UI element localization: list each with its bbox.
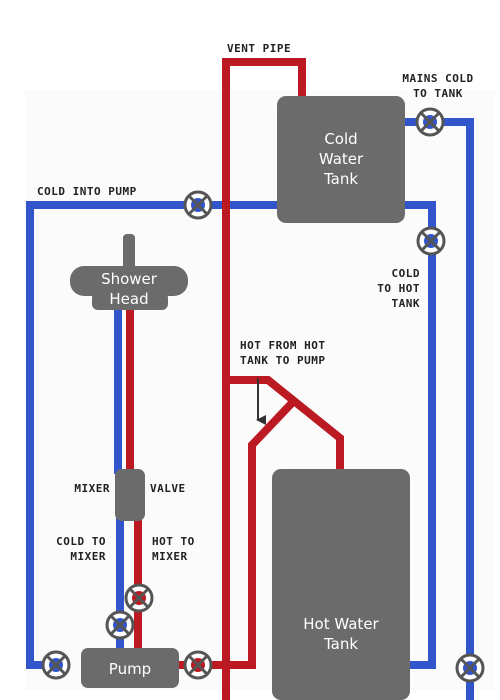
- shower-head-label-2: Head: [109, 290, 148, 308]
- shower-head-label-1: Shower: [101, 270, 158, 288]
- valve-label: VALVE: [150, 482, 186, 495]
- cold-to-hot-tank-label-2: TO HOT: [377, 282, 420, 295]
- hot-water-tank: Hot Water Tank: [272, 469, 410, 700]
- hot-from-hot-tank-to-pump-pipe: [176, 399, 296, 669]
- hot-to-mixer-valve-icon[interactable]: [124, 583, 154, 613]
- valves-group: [41, 107, 485, 683]
- cold-to-hot-tank-pipe: [400, 201, 436, 669]
- pump: Pump: [81, 648, 179, 688]
- pump-cold-inlet-valve-icon[interactable]: [41, 650, 71, 680]
- cold-to-hot-tank-label-1: COLD: [392, 267, 421, 280]
- hot-from-hot-tank-label-1: HOT FROM HOT: [240, 339, 325, 352]
- vent-pipe-label: VENT PIPE: [227, 42, 291, 55]
- hot-tank-cold-feed-valve-icon[interactable]: [455, 653, 485, 683]
- pump-label: Pump: [109, 660, 151, 678]
- mains-cold-label-2: TO TANK: [413, 87, 463, 100]
- mixer-valve: [115, 469, 145, 521]
- cold-water-tank: Cold Water Tank: [277, 96, 405, 223]
- hot-to-mixer-label-1: HOT TO: [152, 535, 195, 548]
- cold-to-mixer-label-1: COLD TO: [56, 535, 106, 548]
- hot-tank-outlet-pipe: [222, 376, 344, 474]
- hot-water-tank-label-1: Hot Water: [303, 615, 379, 633]
- cold-into-pump-label: COLD INTO PUMP: [37, 185, 137, 198]
- hot-to-mixer-label-2: MIXER: [152, 550, 188, 563]
- background-panel: [25, 90, 495, 690]
- cold-water-tank-label-1: Cold: [324, 130, 357, 148]
- pump-hot-inlet-valve-icon[interactable]: [183, 650, 213, 680]
- cold-into-pump-valve-icon[interactable]: [183, 190, 213, 220]
- hot-from-hot-tank-label-2: TANK TO PUMP: [240, 354, 325, 367]
- cold-to-mixer-valve-icon[interactable]: [105, 610, 135, 640]
- cold-water-tank-label-2: Water: [319, 150, 364, 168]
- hot-water-tank-label-2: Tank: [323, 635, 358, 653]
- cold-to-mixer-label-2: MIXER: [70, 550, 106, 563]
- mains-cold-valve-icon[interactable]: [415, 107, 445, 137]
- cold-water-tank-label-3: Tank: [323, 170, 358, 188]
- mains-cold-label-1: MAINS COLD: [402, 72, 473, 85]
- cold-to-hot-tank-valve-icon[interactable]: [416, 226, 446, 256]
- cold-to-hot-tank-label-3: TANK: [392, 297, 421, 310]
- shower-head: Shower Head: [70, 234, 188, 310]
- mixer-label: MIXER: [74, 482, 110, 495]
